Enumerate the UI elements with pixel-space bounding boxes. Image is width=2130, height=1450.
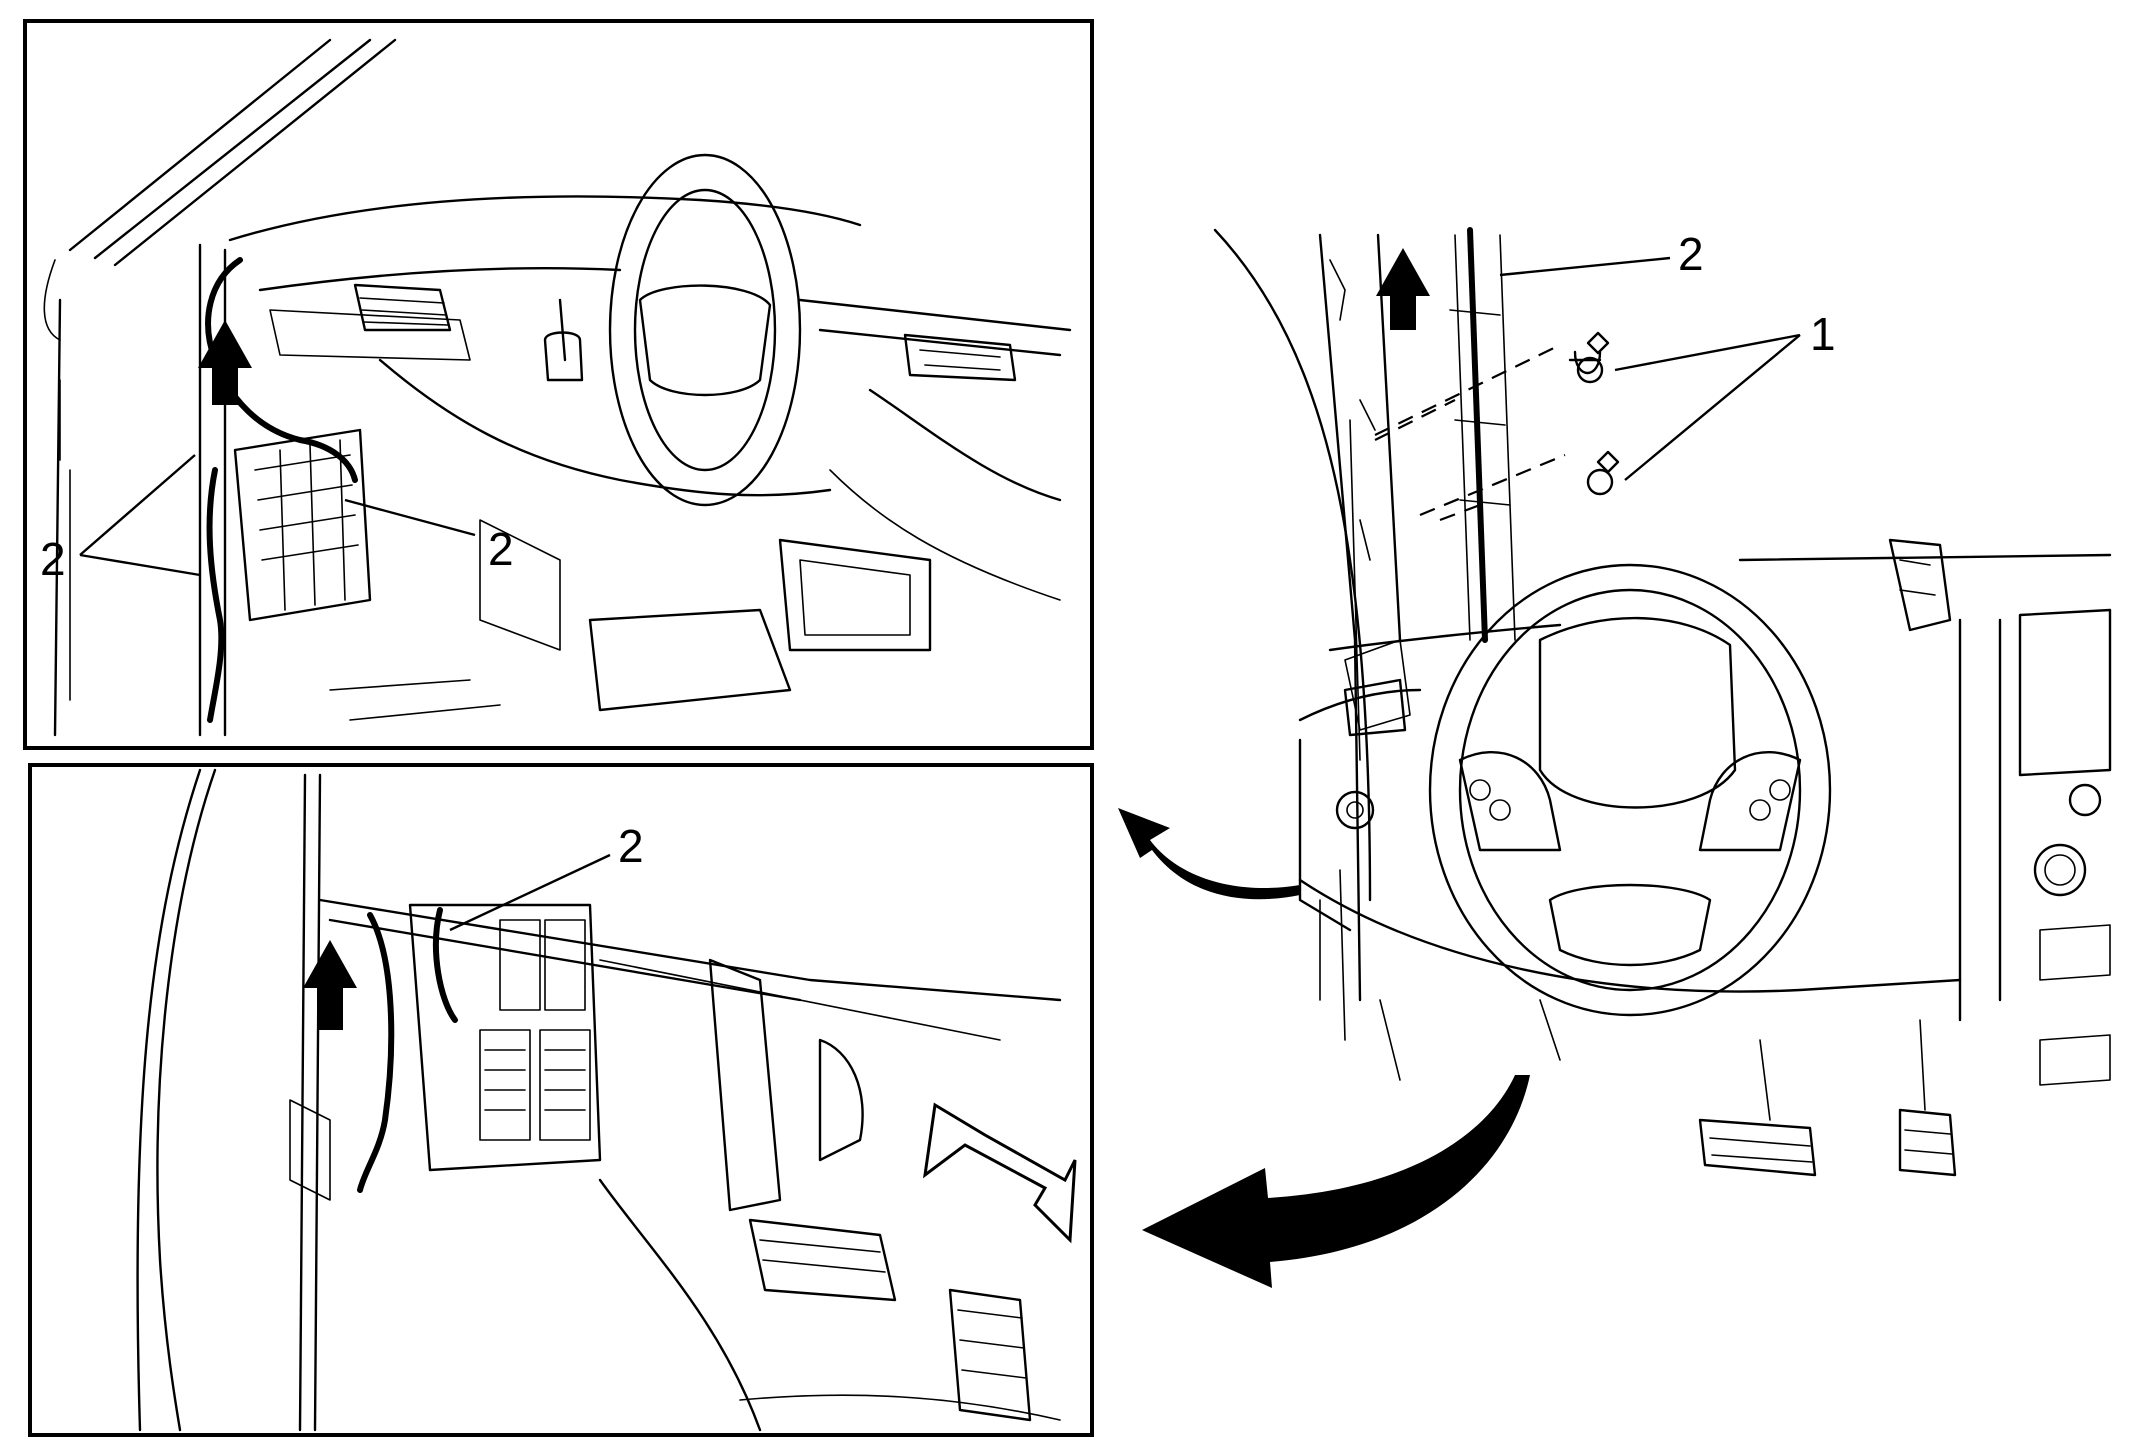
callout-harness-right: 2 bbox=[488, 523, 514, 575]
curved-arrow-icon bbox=[1142, 1075, 1530, 1288]
push-pin-fastener bbox=[1568, 331, 1610, 384]
detail-panel-bottom: 2 bbox=[28, 763, 1094, 1437]
overview-view: 2 1 bbox=[1213, 227, 2112, 1177]
callout-harness-left: 2 bbox=[40, 533, 66, 585]
up-arrow-icon bbox=[198, 320, 252, 405]
view-direction-arrow-icon bbox=[923, 1102, 1077, 1244]
curved-arrow-icon bbox=[1118, 808, 1300, 900]
up-arrow-icon bbox=[303, 940, 357, 1030]
detail-panel-top: 2 2 bbox=[23, 19, 1094, 750]
callout-fasteners: 1 bbox=[1810, 308, 1836, 360]
push-pin-fastener bbox=[1586, 450, 1620, 496]
up-arrow-icon bbox=[1376, 248, 1430, 330]
callout-harness: 2 bbox=[618, 820, 644, 872]
callout-pillar-harness: 2 bbox=[1678, 228, 1704, 280]
